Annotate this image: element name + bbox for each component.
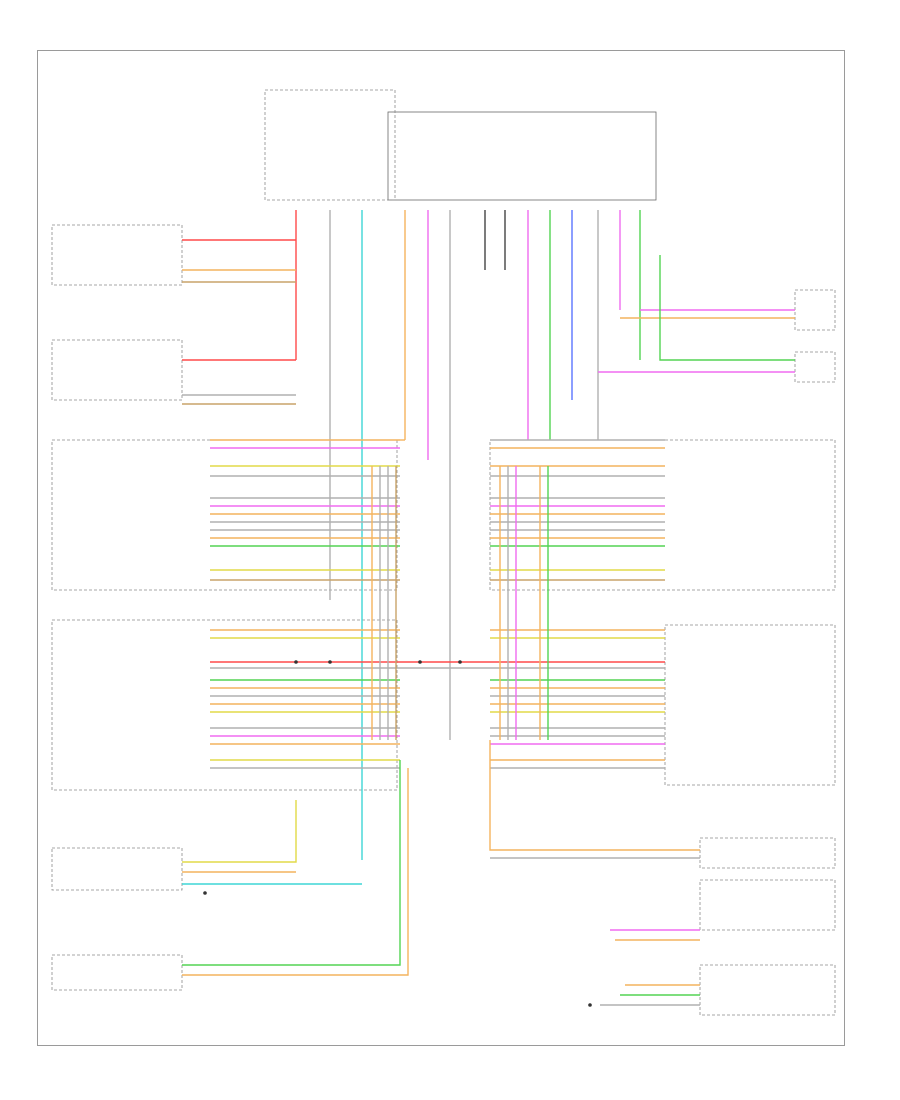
box-liftgate-switch-right bbox=[51, 339, 183, 401]
splice-2 bbox=[328, 660, 332, 664]
box-right-taillamp bbox=[794, 351, 836, 383]
wire-orange-right-illum bbox=[489, 740, 700, 851]
wire-orange-left-door-switch bbox=[182, 768, 409, 976]
ground-point-left bbox=[203, 891, 207, 895]
box-central-lock-switch bbox=[51, 847, 183, 891]
box-left-sliding-door-module bbox=[51, 619, 398, 791]
wire-green-left-door-switch bbox=[182, 760, 401, 966]
box-fuse-block bbox=[264, 89, 396, 201]
wires bbox=[182, 210, 795, 1007]
splice-3 bbox=[418, 660, 422, 664]
splice-1 bbox=[294, 660, 298, 664]
box-totally-integrated-power-module bbox=[387, 111, 657, 201]
component-boxes bbox=[51, 89, 836, 1016]
box-right-door-lock-group bbox=[489, 439, 836, 591]
box-left-sliding-door-switch bbox=[51, 954, 183, 991]
box-overhead-switch bbox=[699, 964, 836, 1016]
box-right-sliding-door-module bbox=[664, 624, 836, 786]
box-right-illumination bbox=[699, 837, 836, 869]
wire-green-to-right-taillamp bbox=[659, 255, 795, 361]
box-left-taillamp bbox=[794, 289, 836, 331]
splice-4 bbox=[458, 660, 462, 664]
ground-point-right bbox=[588, 1003, 592, 1007]
box-right-sliding-door-switch bbox=[699, 879, 836, 931]
box-left-door-lock-group bbox=[51, 439, 398, 591]
box-liftgate-switch-left bbox=[51, 224, 183, 286]
wire-yellow-lock-switch bbox=[182, 800, 297, 863]
